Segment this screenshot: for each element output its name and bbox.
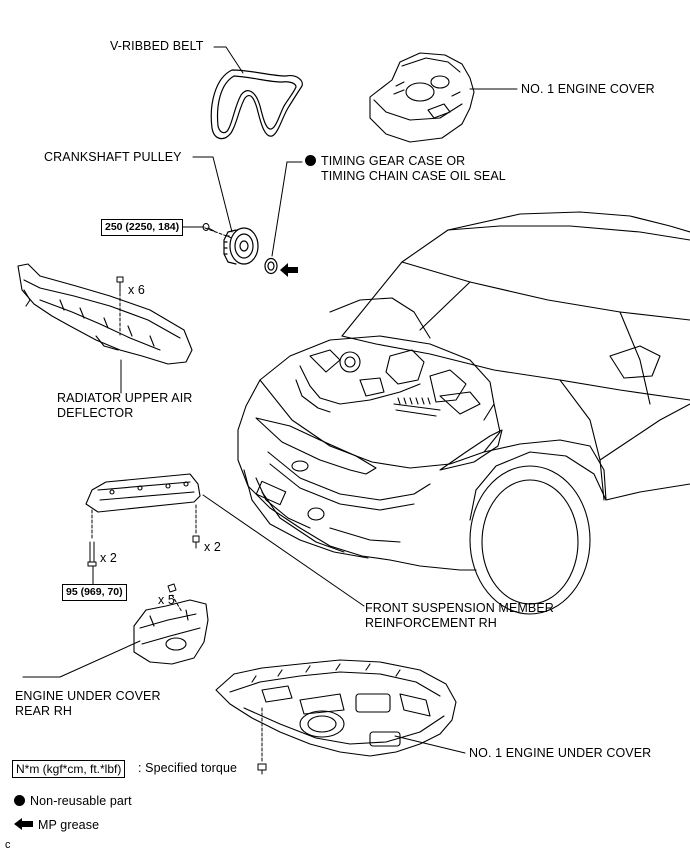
legend-non-reusable: Non-reusable part <box>14 794 132 809</box>
legend-mp-grease-text: MP grease <box>38 818 100 832</box>
deflector-bolt <box>116 276 124 293</box>
label-engine-under-cover-rear: ENGINE UNDER COVER REAR RH <box>15 689 161 719</box>
label-oil-seal-line2: TIMING CHAIN CASE OIL SEAL <box>321 169 506 183</box>
qty-susp-bolts-right: x 2 <box>204 540 221 554</box>
label-radiator-deflector: RADIATOR UPPER AIR DEFLECTOR <box>57 391 192 421</box>
under-cover-bolt <box>257 763 267 775</box>
torque-susp-member: 95 (969, 70) <box>62 584 127 601</box>
label-v-ribbed-belt: V-RIBBED BELT <box>110 39 204 53</box>
torque-crankshaft-pulley: 250 (2250, 184) <box>101 219 184 236</box>
label-oil-seal-line1: TIMING GEAR CASE OR <box>321 154 466 168</box>
legend-non-reusable-text: Non-reusable part <box>30 794 132 808</box>
engine-cover-drawing <box>369 52 475 143</box>
label-crankshaft-pulley: CRANKSHAFT PULLEY <box>44 150 182 164</box>
pulley-bolt <box>202 223 215 232</box>
radiator-air-deflector-drawing <box>17 263 193 365</box>
label-radiator-line2: DEFLECTOR <box>57 406 134 420</box>
label-under-rear-line2: REAR RH <box>15 704 72 718</box>
label-no1-engine-under-cover: NO. 1 ENGINE UNDER COVER <box>469 746 652 760</box>
susp-bolt-right <box>192 535 200 549</box>
label-oil-seal: TIMING GEAR CASE OR TIMING CHAIN CASE OI… <box>305 154 506 184</box>
legend-torque-box: N*m (kgf*cm, ft.*lbf) <box>12 760 126 778</box>
crankshaft-pulley-drawing <box>223 227 259 265</box>
legend-mp-grease: MP grease <box>14 818 99 833</box>
grease-arrow-legend-icon <box>14 818 33 830</box>
qty-under-rear-clips: x 5 <box>158 593 175 607</box>
qty-radiator-bolts: x 6 <box>128 283 145 297</box>
qty-susp-bolts-left: x 2 <box>100 551 117 565</box>
non-reusable-dot-icon <box>305 155 316 166</box>
engine-under-cover-rear-drawing <box>133 599 209 665</box>
label-under-rear-line1: ENGINE UNDER COVER <box>15 689 161 703</box>
corner-code: c <box>5 839 11 851</box>
grease-arrow-icon <box>280 263 298 277</box>
label-front-susp-line1: FRONT SUSPENSION MEMBER <box>365 601 554 615</box>
under-cover-clip <box>167 583 177 593</box>
susp-bolt-left <box>87 541 97 567</box>
legend-torque-desc: : Specified torque <box>138 761 238 775</box>
front-suspension-reinforcement-drawing <box>85 473 201 513</box>
label-front-suspension-reinforcement: FRONT SUSPENSION MEMBER REINFORCEMENT RH <box>365 601 554 631</box>
label-front-susp-line2: REINFORCEMENT RH <box>365 616 497 630</box>
vehicle-front-drawing <box>237 211 690 615</box>
non-reusable-legend-icon <box>14 795 25 806</box>
oil-seal-drawing <box>264 257 278 275</box>
label-radiator-line1: RADIATOR UPPER AIR <box>57 391 193 405</box>
label-engine-cover: NO. 1 ENGINE COVER <box>521 82 655 96</box>
no1-engine-under-cover-drawing <box>215 659 457 757</box>
v-ribbed-belt-drawing <box>210 69 303 140</box>
